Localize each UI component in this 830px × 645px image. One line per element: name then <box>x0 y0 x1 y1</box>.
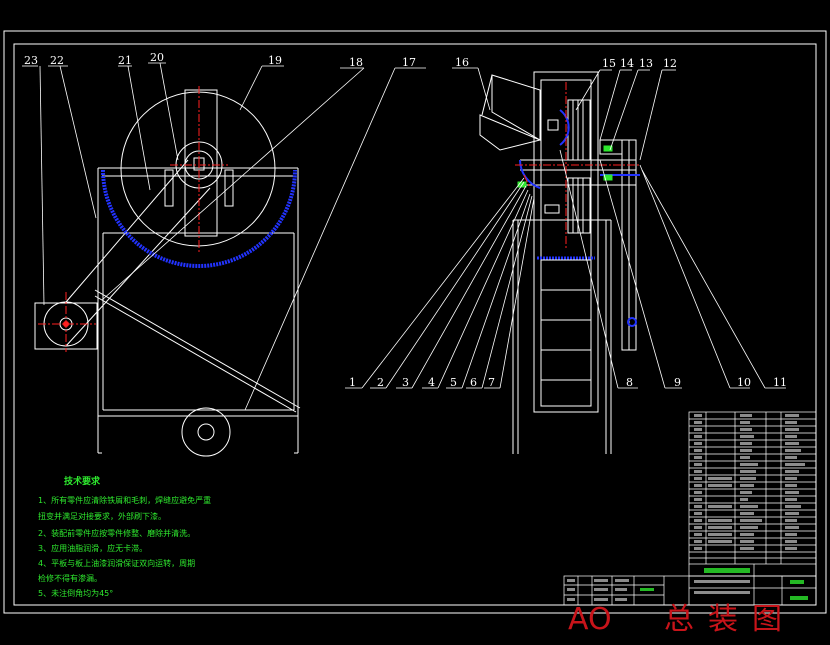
part-number-7: 7 <box>488 376 495 389</box>
side-view-blue <box>519 109 640 327</box>
part-number-13: 13 <box>639 57 653 70</box>
screen-basket <box>101 169 297 268</box>
part-number-16: 16 <box>455 56 469 69</box>
part-number-8: 8 <box>626 376 633 389</box>
part-number-20: 20 <box>150 51 164 64</box>
requirement-line-6: 检修不得有渗漏。 <box>38 573 102 583</box>
part-number-23: 23 <box>24 54 38 67</box>
requirement-line-5: 4、平板与板上油漆润滑保证双向运转，周期 <box>38 558 195 568</box>
watermark-latin: AO <box>568 602 612 637</box>
part-number-9: 9 <box>674 376 681 389</box>
part-number-10: 10 <box>737 376 751 389</box>
parts-list-table <box>688 411 817 565</box>
leaders-side <box>345 67 786 389</box>
part-number-4: 4 <box>428 376 435 389</box>
title-block-green <box>640 568 808 600</box>
inner-frame <box>13 43 817 606</box>
technical-requirements: 技术要求 1、所有零件应清除铁屑和毛刺，焊缝应避免严重 扭变并满足对接要求，外部… <box>38 475 211 598</box>
side-view <box>479 71 637 454</box>
requirements-title: 技术要求 <box>64 475 101 487</box>
center-lines-side <box>515 82 640 250</box>
part-number-12: 12 <box>663 57 677 70</box>
part-numbers: 23 22 21 20 19 18 17 16 15 14 13 12 1 2 … <box>24 51 787 389</box>
part-number-3: 3 <box>402 376 409 389</box>
part-number-5: 5 <box>450 376 457 389</box>
part-number-22: 22 <box>50 54 64 67</box>
part-number-21: 21 <box>118 54 132 67</box>
part-number-1: 1 <box>349 376 356 389</box>
part-number-15: 15 <box>602 57 616 70</box>
leaders-front <box>22 62 426 411</box>
requirement-line-2: 扭变并满足对接要求，外部刷下漆。 <box>38 511 166 521</box>
title-block <box>563 564 817 606</box>
title-block-fills <box>567 579 750 601</box>
outer-frame <box>3 30 827 614</box>
parts-list-fills <box>694 414 805 550</box>
part-number-18: 18 <box>349 56 363 69</box>
watermark-cjk: 总装图 <box>664 602 796 637</box>
part-number-6: 6 <box>470 376 477 389</box>
watermark: AO 总装图 <box>568 602 796 637</box>
part-number-19: 19 <box>268 54 282 67</box>
requirement-line-7: 5、未注倒角均为45° <box>38 588 113 598</box>
part-number-2: 2 <box>377 376 384 389</box>
requirement-line-1: 1、所有零件应清除铁屑和毛刺，焊缝应避免严重 <box>38 495 211 505</box>
part-number-17: 17 <box>402 56 416 69</box>
requirement-line-4: 3、应用油脂润滑，应无卡滞。 <box>38 543 147 553</box>
requirement-line-3: 2、装配前零件应按零件修整、磨除并清洗。 <box>38 528 195 538</box>
part-number-14: 14 <box>620 57 634 70</box>
part-number-11: 11 <box>773 376 787 389</box>
